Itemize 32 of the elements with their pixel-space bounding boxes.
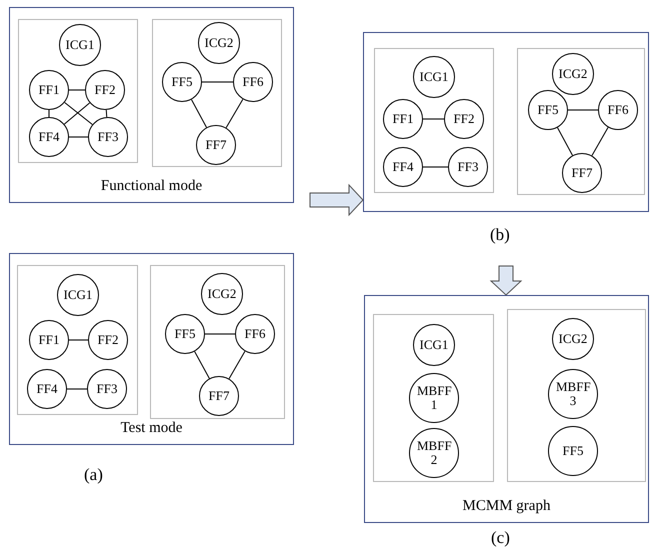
group-box xyxy=(17,265,138,415)
connector-line xyxy=(591,126,609,156)
panel-title: Test mode xyxy=(120,421,182,436)
connector-line xyxy=(194,351,210,379)
panel-frame xyxy=(364,295,649,523)
group-box xyxy=(507,309,646,482)
panel-frame xyxy=(363,32,649,212)
connector-line xyxy=(68,136,88,138)
figure-label: (a) xyxy=(84,466,103,483)
connector-line xyxy=(226,98,244,128)
group-box xyxy=(374,48,494,193)
group-box xyxy=(517,48,645,195)
group-box xyxy=(152,19,282,167)
figure-label: (b) xyxy=(490,226,510,243)
connector-line xyxy=(422,118,444,120)
connector-line xyxy=(48,110,50,118)
connector-line xyxy=(66,388,88,390)
block-arrow xyxy=(310,184,364,216)
connector-line xyxy=(557,127,573,156)
group-box xyxy=(150,265,285,419)
connector-line xyxy=(422,166,448,168)
connector-line xyxy=(191,99,207,128)
panel-frame xyxy=(9,7,294,203)
connector-line xyxy=(228,350,246,380)
block-arrow xyxy=(490,266,522,296)
panel-frame xyxy=(9,253,294,445)
group-box xyxy=(373,314,494,482)
figure-label: (c) xyxy=(491,529,510,546)
connector-line xyxy=(106,109,108,118)
panel-title: Functional mode xyxy=(100,179,202,194)
panel-title: MCMM graph xyxy=(462,499,550,514)
group-box xyxy=(18,19,138,163)
